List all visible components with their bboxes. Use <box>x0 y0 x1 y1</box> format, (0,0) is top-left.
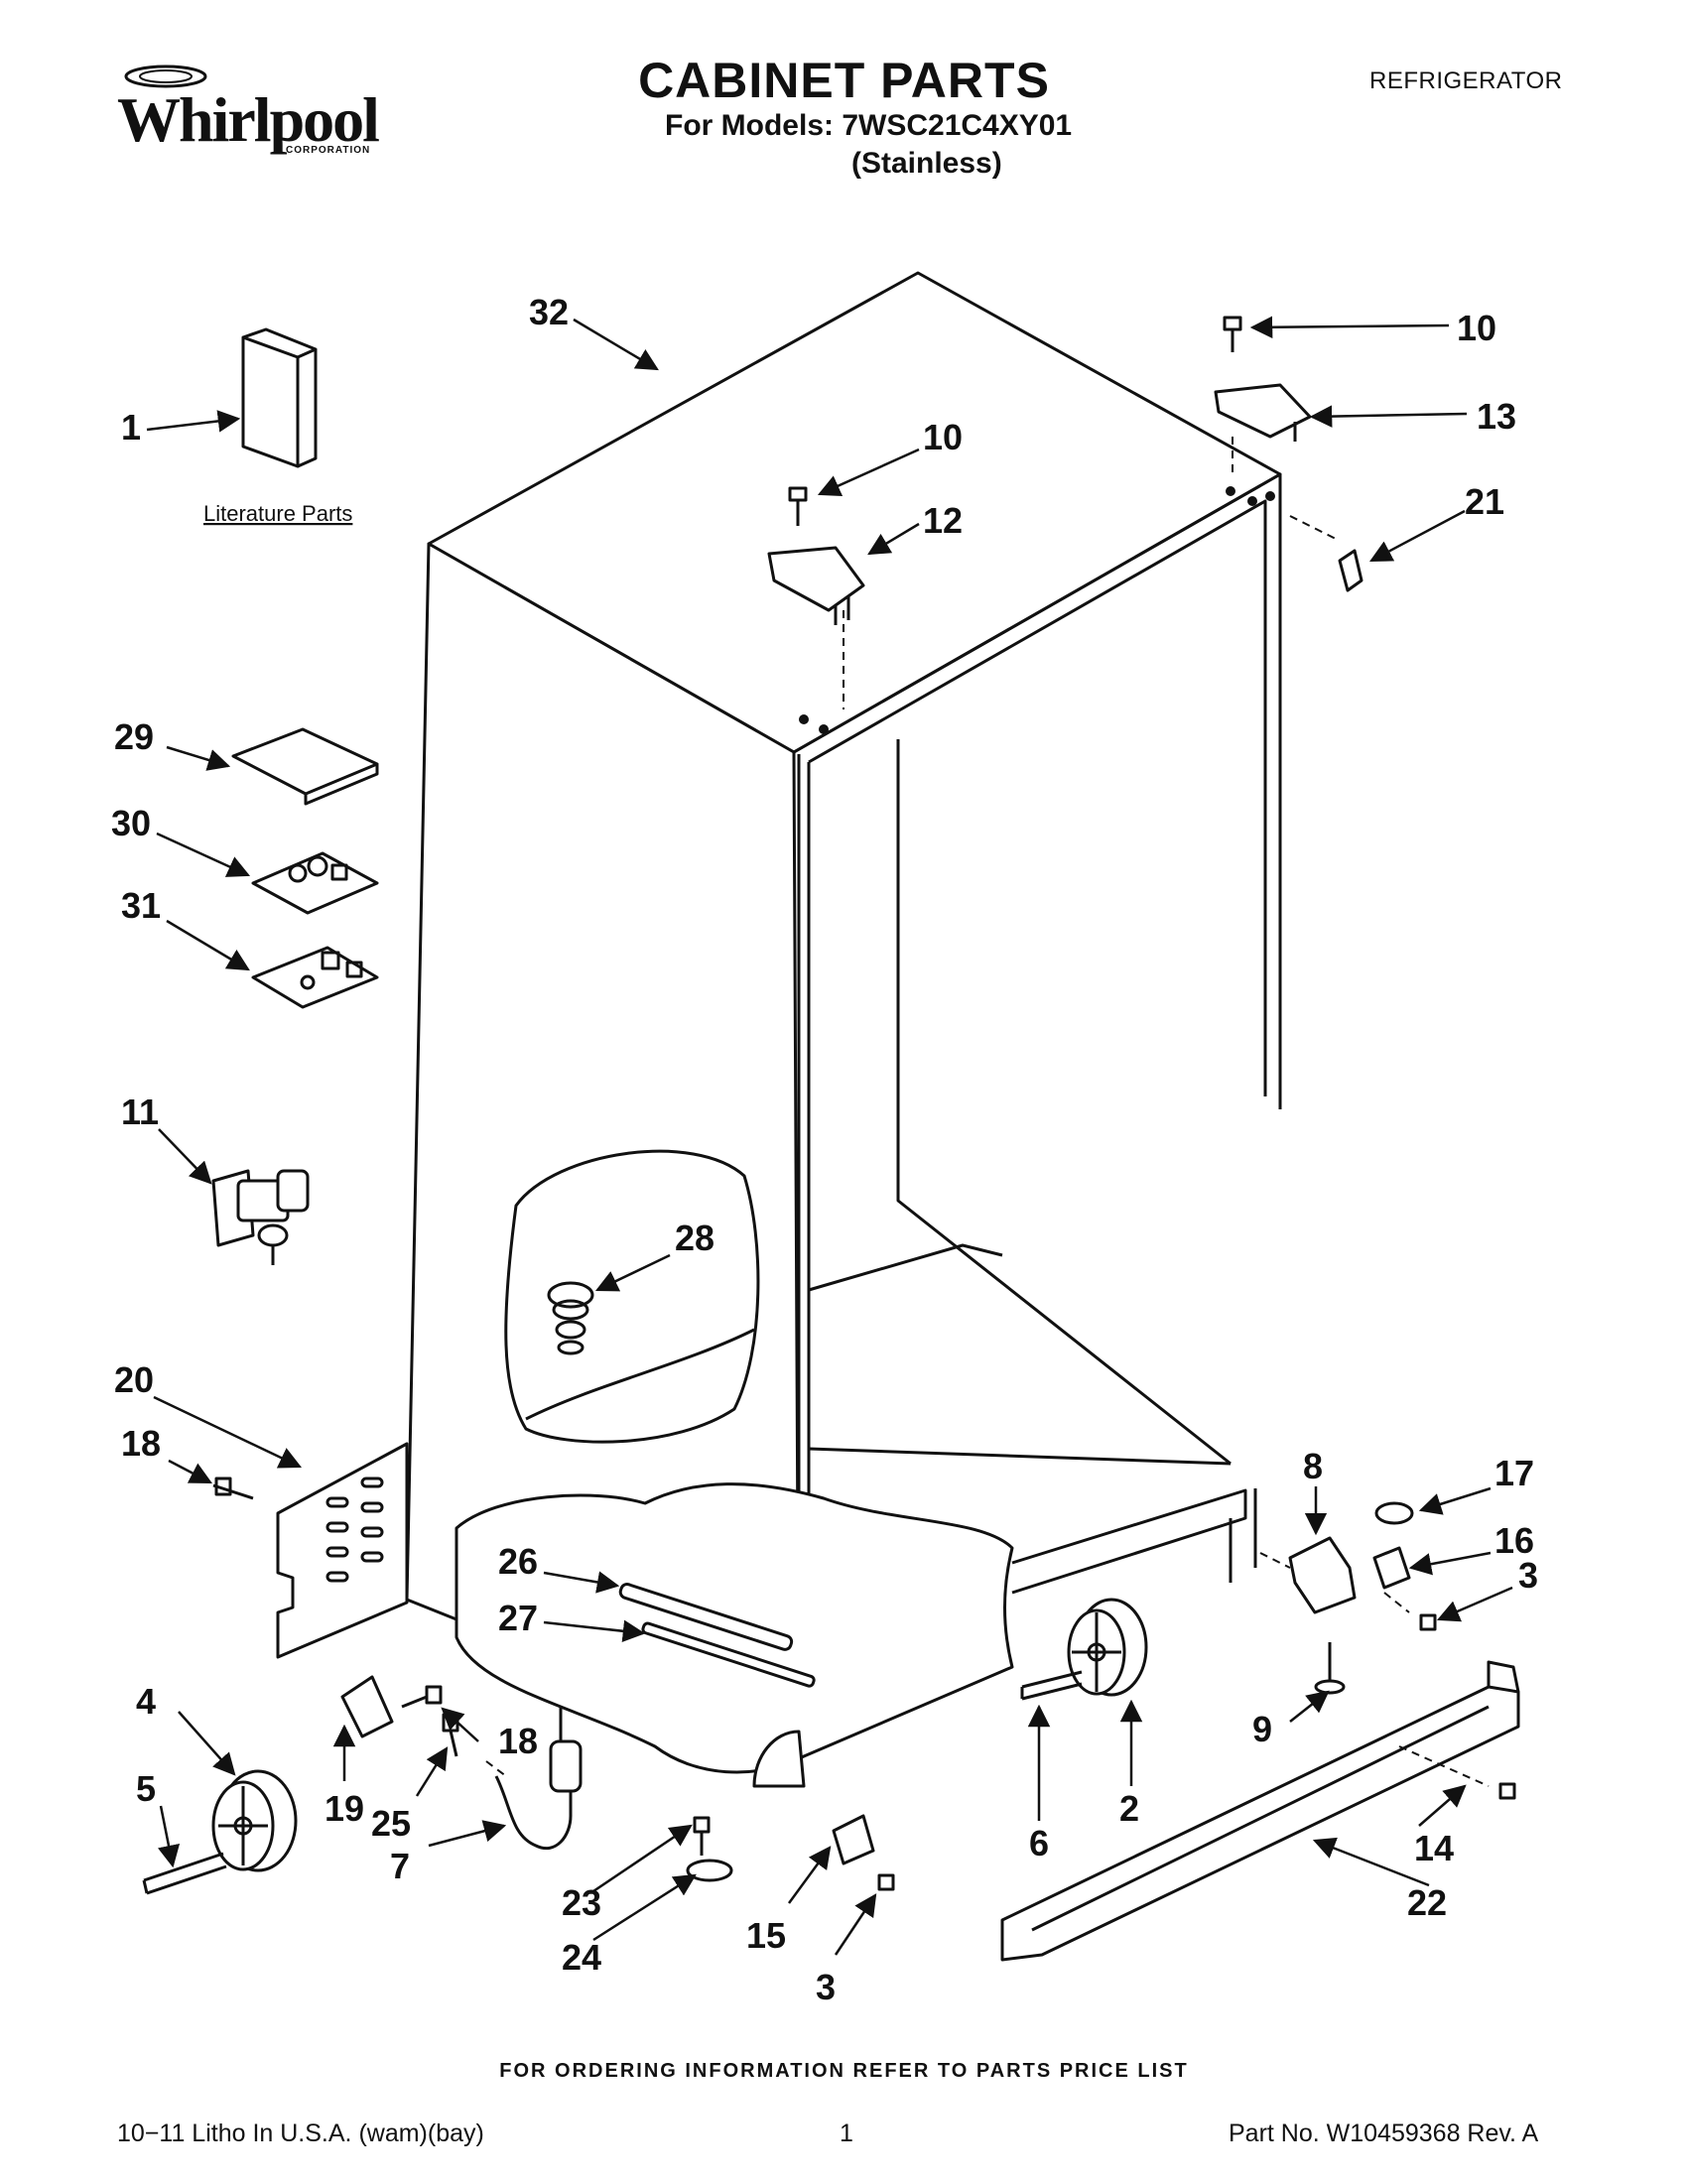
callout-27: 27 <box>498 1598 538 1638</box>
hinge-16 <box>1372 1546 1411 1590</box>
axle-6 <box>1020 1670 1083 1701</box>
callout-14: 14 <box>1414 1828 1454 1868</box>
axle-5 <box>142 1852 227 1895</box>
callout-3: 3 <box>816 1967 836 2007</box>
model-number: For Models: 7WSC21C4XY01 <box>665 109 1073 142</box>
callout-5: 5 <box>136 1768 156 1809</box>
callout-16: 16 <box>1494 1520 1534 1561</box>
bottom-cutaway <box>454 1482 1014 1774</box>
callout-17: 17 <box>1494 1453 1534 1493</box>
hinge-12 <box>767 546 865 612</box>
callout-10: 10 <box>1457 308 1496 348</box>
screw-10a <box>788 486 808 526</box>
screw-18a <box>212 1477 254 1500</box>
callout-29: 29 <box>114 716 154 757</box>
page-title: CABINET PARTS <box>638 53 1050 108</box>
lower-hinge-8 <box>1288 1536 1357 1614</box>
callout-31: 31 <box>121 885 161 926</box>
callout-4: 4 <box>136 1681 156 1722</box>
bracket-19 <box>340 1675 394 1738</box>
callout-2: 2 <box>1119 1788 1139 1829</box>
brand-subtitle: CORPORATION <box>286 145 371 156</box>
callout-22: 22 <box>1407 1882 1447 1923</box>
toe-grille <box>1000 1660 1520 1962</box>
page-number: 1 <box>840 2120 853 2147</box>
washer-24 <box>686 1859 733 1882</box>
callout-20: 20 <box>114 1359 154 1400</box>
hinge-pin <box>1338 549 1363 592</box>
print-info: 10−11 Litho In U.S.A. (wam)(bay) <box>117 2120 484 2147</box>
callout-18: 18 <box>498 1721 538 1761</box>
water-valve <box>211 1169 310 1265</box>
ordering-note: FOR ORDERING INFORMATION REFER TO PARTS … <box>499 2060 1189 2082</box>
callout-7: 7 <box>390 1846 410 1886</box>
callout-15: 15 <box>746 1915 786 1956</box>
callout-26: 26 <box>498 1541 538 1582</box>
rear-access-panel <box>276 1442 409 1659</box>
part-number: Part No. W10459368 Rev. A <box>1229 2120 1539 2147</box>
brand-name: Whirlpool <box>117 84 380 155</box>
hinge-13 <box>1214 383 1312 439</box>
cutaway-view <box>504 1149 760 1444</box>
swirl-icon <box>124 64 207 88</box>
callout-10: 10 <box>923 417 963 457</box>
callout-24: 24 <box>562 1937 601 1978</box>
callout-11: 11 <box>121 1092 159 1132</box>
callout-12: 12 <box>923 500 963 541</box>
literature-booklet <box>241 327 318 468</box>
callout-28: 28 <box>675 1218 714 1258</box>
callout-6: 6 <box>1029 1823 1049 1863</box>
water-tube-26 <box>618 1583 794 1651</box>
callout-30: 30 <box>111 803 151 843</box>
drain-fitting <box>547 1281 594 1355</box>
power-board <box>251 851 379 915</box>
product-category: REFRIGERATOR <box>1369 67 1563 94</box>
callout-23: 23 <box>562 1882 601 1923</box>
callout-9: 9 <box>1252 1709 1272 1749</box>
drain-tube <box>494 1766 573 1851</box>
roller-4 <box>211 1769 298 1872</box>
brand-logo: Whirlpool CORPORATION <box>117 62 380 161</box>
callout-32: 32 <box>529 292 569 332</box>
callout-25: 25 <box>371 1803 411 1844</box>
bracket-15 <box>832 1814 875 1865</box>
callout-13: 13 <box>1477 396 1516 437</box>
callout-3: 3 <box>1518 1555 1538 1596</box>
callout-21: 21 <box>1465 481 1504 522</box>
screw-10b <box>1223 316 1242 352</box>
cabinet-shell <box>405 271 1282 1758</box>
roller-2 <box>1067 1598 1148 1697</box>
callout-1: 1 <box>121 407 141 448</box>
literature-parts-label: Literature Parts <box>203 501 352 526</box>
model-variant: (Stainless) <box>851 147 1002 180</box>
washer-17 <box>1374 1501 1414 1525</box>
callout-19: 19 <box>325 1788 364 1829</box>
callout-8: 8 <box>1303 1446 1323 1486</box>
callout-18: 18 <box>121 1423 161 1464</box>
